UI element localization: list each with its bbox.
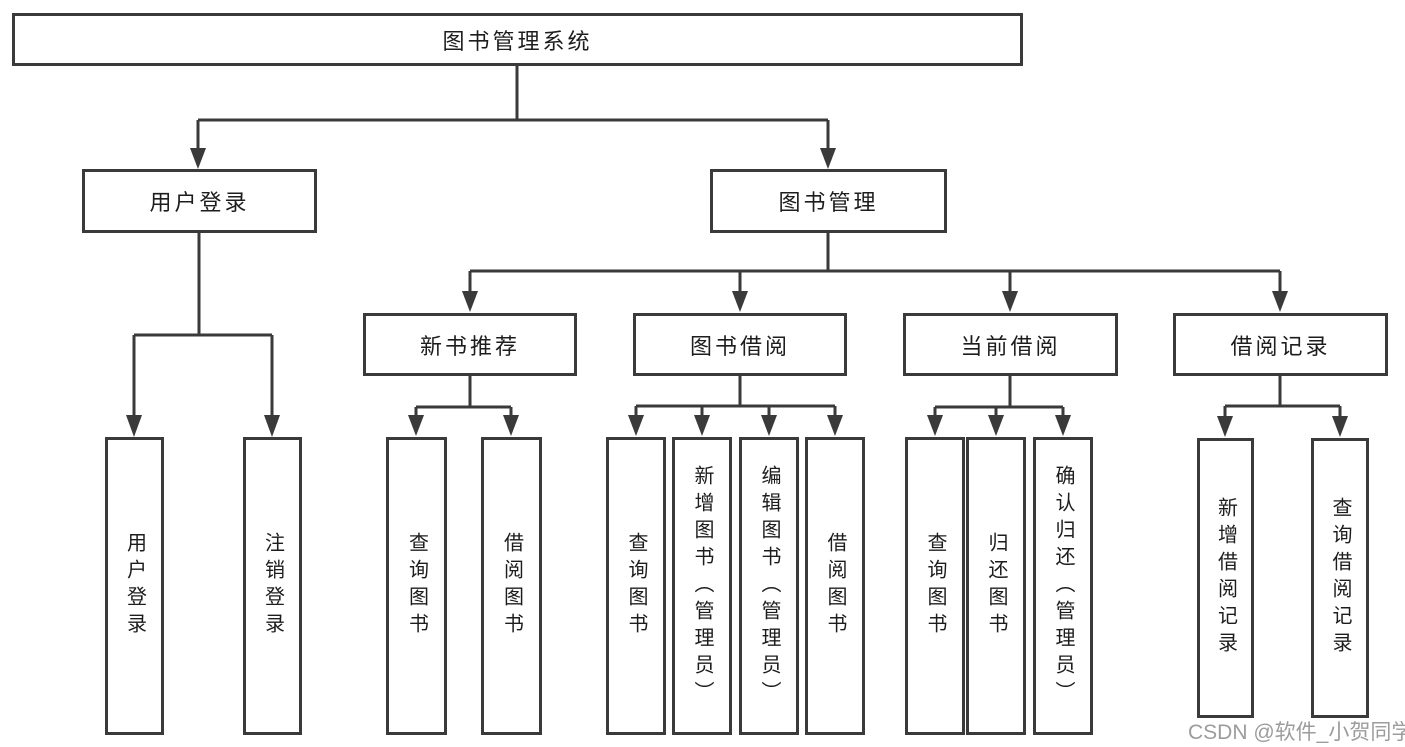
watermark-text: CSDN @软件_小贺同学	[1188, 721, 1405, 744]
leaf-label: 新增图书（管理员）	[691, 464, 713, 708]
leaf-label: 借阅图书	[824, 532, 846, 640]
node-book-management: 图书管理	[710, 169, 947, 233]
leaf-label: 归还图书	[985, 532, 1007, 640]
node-user-login: 用户登录	[82, 169, 317, 233]
leaf-label: 确认归还（管理员）	[1052, 464, 1074, 708]
leaf-return-books: 归还图书	[966, 437, 1026, 735]
node-label: 新书推荐	[419, 333, 520, 359]
leaf-add-borrow-record: 新增借阅记录	[1197, 438, 1254, 718]
leaf-borrow-books-borrowing: 借阅图书	[805, 437, 865, 735]
leaf-user-login: 用户登录	[105, 437, 164, 735]
node-label: 用户登录	[149, 190, 250, 215]
leaf-label: 查询借阅记录	[1329, 497, 1351, 659]
leaf-query-books-current: 查询图书	[905, 437, 965, 735]
leaf-logout: 注销登录	[243, 437, 302, 735]
leaf-label: 编辑图书（管理员）	[758, 464, 780, 708]
leaf-add-books-admin: 新增图书（管理员）	[672, 437, 732, 735]
leaf-query-borrow-record: 查询借阅记录	[1311, 438, 1369, 718]
leaf-label: 查询图书	[405, 532, 428, 640]
node-label: 借阅记录	[1230, 333, 1331, 359]
leaf-label: 用户登录	[123, 532, 146, 640]
node-label: 图书借阅	[689, 333, 790, 359]
node-label: 图书管理	[778, 190, 879, 215]
node-library-management-system: 图书管理系统	[12, 13, 1023, 66]
leaf-edit-books-admin: 编辑图书（管理员）	[739, 437, 799, 735]
leaf-borrow-books-recommend: 借阅图书	[481, 437, 542, 735]
leaf-label: 注销登录	[261, 532, 284, 640]
leaf-label: 查询图书	[924, 532, 946, 640]
node-label: 当前借阅	[960, 333, 1061, 359]
leaf-label: 查询图书	[625, 532, 647, 640]
node-new-book-recommendation: 新书推荐	[363, 313, 577, 376]
arrowheads	[126, 148, 1348, 437]
leaf-confirm-return-admin: 确认归还（管理员）	[1033, 437, 1093, 735]
leaf-query-books-recommend: 查询图书	[386, 437, 447, 735]
leaf-label: 借阅图书	[500, 532, 523, 640]
leaf-query-books-borrowing: 查询图书	[606, 437, 666, 735]
node-current-borrowing: 当前借阅	[903, 313, 1118, 376]
node-book-borrowing: 图书借阅	[633, 313, 847, 376]
node-borrowing-records: 借阅记录	[1173, 313, 1388, 376]
leaf-label: 新增借阅记录	[1214, 497, 1237, 659]
node-label: 图书管理系统	[442, 28, 593, 54]
